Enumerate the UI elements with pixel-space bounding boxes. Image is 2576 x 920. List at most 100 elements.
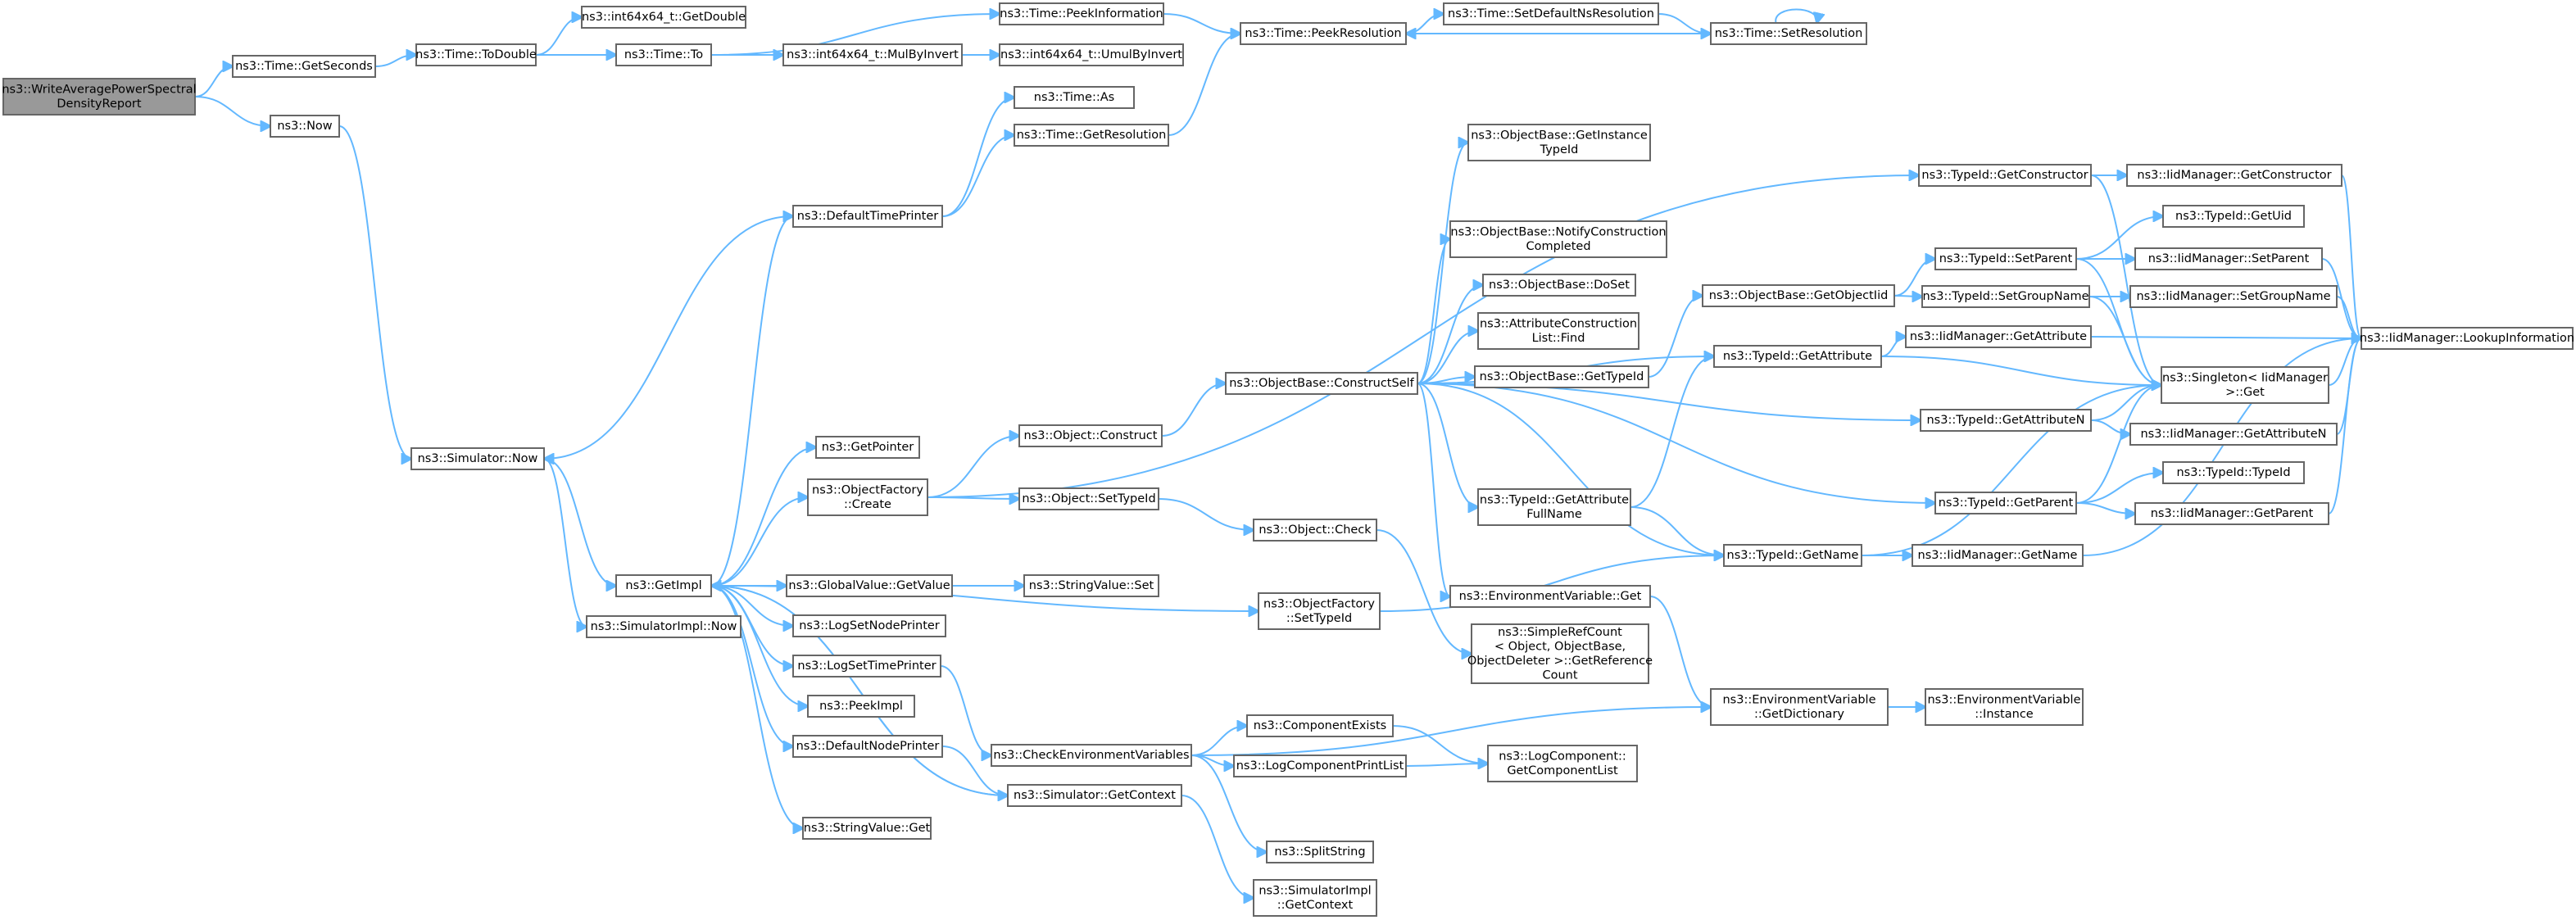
node-getSeconds[interactable]: ns3::Time::GetSeconds	[232, 55, 376, 78]
node-iidGetName-box	[1912, 544, 2084, 567]
node-simulatorGetContext-box	[1007, 784, 1182, 807]
node-logComponentPrintList[interactable]: ns3::LogComponentPrintList	[1233, 755, 1407, 777]
edge-objectBaseGetObjectIid-to-typeIdSetParent	[1893, 259, 1935, 297]
node-peekResolution[interactable]: ns3::Time::PeekResolution	[1240, 22, 1407, 45]
node-simulatorNow[interactable]: ns3::Simulator::Now	[410, 447, 545, 470]
node-typeIdGetName[interactable]: ns3::TypeId::GetName	[1723, 544, 1862, 567]
node-envVarGet[interactable]: ns3::EnvironmentVariable::Get	[1449, 585, 1651, 608]
node-peekImpl-label: ns3::PeekImpl	[819, 700, 903, 713]
node-checkEnvVars[interactable]: ns3::CheckEnvironmentVariables	[991, 744, 1192, 767]
node-simulatorNow-box	[410, 447, 545, 470]
node-typeIdTypeId[interactable]: ns3::TypeId::TypeId	[2162, 461, 2305, 484]
node-simulatorImplNow[interactable]: ns3::SimulatorImpl::Now	[586, 615, 742, 638]
node-now-label: ns3::Now	[277, 120, 332, 133]
node-objectFactorySetTypeId[interactable]: ns3::ObjectFactory::SetTypeId	[1258, 592, 1381, 630]
node-typeIdGetAttribute[interactable]: ns3::TypeId::GetAttribute	[1713, 345, 1882, 368]
node-simulatorGetContext[interactable]: ns3::Simulator::GetContext	[1007, 784, 1182, 807]
node-stringValueSet-label: ns3::StringValue::Set	[1029, 579, 1154, 592]
node-lookupInformation[interactable]: ns3::IidManager::LookupInformation	[2360, 327, 2574, 350]
node-objectBaseGetObjectIid-label: ns3::ObjectBase::GetObjectIid	[1709, 289, 1889, 302]
edge-timeTo-to-peekInformation	[710, 14, 1000, 56]
node-componentExists[interactable]: ns3::ComponentExists	[1246, 714, 1394, 737]
node-defaultTimePrinter[interactable]: ns3::DefaultTimePrinter	[792, 205, 943, 228]
node-objectFactoryCreate[interactable]: ns3::ObjectFactory::Create	[807, 478, 928, 516]
node-logSetTimePrinter[interactable]: ns3::LogSetTimePrinter	[792, 655, 941, 678]
node-iidGetParent[interactable]: ns3::IidManager::GetParent	[2134, 502, 2329, 525]
node-globalValueGetValue[interactable]: ns3::GlobalValue::GetValue	[786, 574, 953, 597]
node-objectFactorySetTypeId-box	[1258, 592, 1381, 630]
node-root[interactable]: ns3::WriteAveragePowerSpectralDensityRep…	[2, 78, 197, 116]
node-typeIdGetParent[interactable]: ns3::TypeId::GetParent	[1934, 492, 2077, 514]
node-iidGetAttributeN-label: ns3::IidManager::GetAttributeN	[2140, 428, 2326, 441]
node-timeAs[interactable]: ns3::Time::As	[1014, 86, 1135, 109]
node-stringValueGet[interactable]: ns3::StringValue::Get	[802, 817, 932, 840]
node-singletonGet[interactable]: ns3::Singleton< IidManager>::Get	[2161, 366, 2329, 404]
node-peekInformation-label: ns3::Time::PeekInformation	[1000, 7, 1163, 20]
node-typeIdGetParent-box	[1934, 492, 2077, 514]
node-toDouble[interactable]: ns3::Time::ToDouble	[415, 43, 537, 66]
node-typeIdGetConstructor[interactable]: ns3::TypeId::GetConstructor	[1918, 164, 2092, 187]
node-stringValueSet[interactable]: ns3::StringValue::Set	[1023, 574, 1159, 597]
node-setResolution-box	[1710, 22, 1867, 45]
node-getPointer[interactable]: ns3::GetPointer	[815, 436, 920, 459]
node-umulByInvert[interactable]: ns3::int64x64_t::UmulByInvert	[999, 43, 1184, 66]
edge-getImpl-to-stringValueGet	[710, 585, 803, 828]
node-getResolution-box	[1014, 124, 1169, 147]
node-typeIdSetGroupName[interactable]: ns3::TypeId::SetGroupName	[1921, 285, 2090, 308]
node-getImpl[interactable]: ns3::GetImpl	[615, 574, 712, 597]
node-logComponentGetList[interactable]: ns3::LogComponent::GetComponentList	[1487, 745, 1638, 782]
node-int64GetDouble[interactable]: ns3::int64x64_t::GetDouble	[581, 6, 746, 29]
node-doSet[interactable]: ns3::ObjectBase::DoSet	[1482, 274, 1636, 297]
node-iidSetParent[interactable]: ns3::IidManager::SetParent	[2134, 247, 2323, 270]
node-timeTo[interactable]: ns3::Time::To	[615, 43, 712, 66]
node-typeIdGetAttributeFullName-box	[1477, 488, 1631, 526]
node-iidSetGroupName[interactable]: ns3::IidManager::SetGroupName	[2129, 285, 2338, 308]
node-peekInformation[interactable]: ns3::Time::PeekInformation	[999, 2, 1164, 25]
edge-defaultTimePrinter-to-timeAs	[941, 97, 1014, 217]
node-setDefaultNsResolution[interactable]: ns3::Time::SetDefaultNsResolution	[1443, 2, 1659, 25]
node-typeIdGetAttributeN[interactable]: ns3::TypeId::GetAttributeN	[1920, 409, 2092, 432]
edge-getImpl-to-logSetNodePrinter	[710, 585, 793, 626]
node-simulatorImplGetContext[interactable]: ns3::SimulatorImpl::GetContext	[1253, 879, 1377, 917]
node-now[interactable]: ns3::Now	[270, 115, 340, 138]
node-envVarInstance[interactable]: ns3::EnvironmentVariable::Instance	[1925, 688, 2084, 726]
node-iidGetName[interactable]: ns3::IidManager::GetName	[1912, 544, 2084, 567]
node-objectBaseGetTypeId[interactable]: ns3::ObjectBase::GetTypeId	[1474, 365, 1649, 388]
node-logSetNodePrinter[interactable]: ns3::LogSetNodePrinter	[792, 614, 946, 637]
node-typeIdGetUid[interactable]: ns3::TypeId::GetUid	[2162, 205, 2305, 228]
edge-root-to-getSeconds	[194, 66, 233, 97]
node-iidSetGroupName-label: ns3::IidManager::SetGroupName	[2136, 290, 2330, 303]
node-constructSelf[interactable]: ns3::ObjectBase::ConstructSelf	[1225, 372, 1418, 395]
node-logComponentGetList-box	[1487, 745, 1638, 782]
node-iidGetAttribute[interactable]: ns3::IidManager::GetAttribute	[1905, 325, 2092, 348]
node-simpleRefCount[interactable]: ns3::SimpleRefCount< Object, ObjectBase,…	[1467, 623, 1653, 684]
node-mulByInvert[interactable]: ns3::int64x64_t::MulByInvert	[782, 43, 963, 66]
node-peekImpl[interactable]: ns3::PeekImpl	[807, 695, 915, 718]
node-notifyConstruction[interactable]: ns3::ObjectBase::NotifyConstructionCompl…	[1449, 220, 1667, 258]
node-simpleRefCount-box	[1471, 623, 1649, 684]
node-lookupInformation-label: ns3::IidManager::LookupInformation	[2360, 332, 2574, 345]
node-constructSelf-box	[1225, 372, 1418, 395]
node-splitString[interactable]: ns3::SplitString	[1266, 841, 1374, 863]
node-envVarInstance-label: ::Instance	[1975, 708, 2034, 721]
node-typeIdSetParent[interactable]: ns3::TypeId::SetParent	[1934, 247, 2077, 270]
node-iidGetAttributeN[interactable]: ns3::IidManager::GetAttributeN	[2129, 423, 2338, 446]
node-simulatorNow-label: ns3::Simulator::Now	[418, 452, 538, 465]
node-timeAs-label: ns3::Time::As	[1034, 91, 1114, 104]
node-getResolution[interactable]: ns3::Time::GetResolution	[1014, 124, 1169, 147]
node-objectSetTypeId[interactable]: ns3::Object::SetTypeId	[1018, 487, 1159, 510]
node-objectCheck[interactable]: ns3::Object::Check	[1253, 519, 1377, 542]
node-objectBaseGetObjectIid[interactable]: ns3::ObjectBase::GetObjectIid	[1702, 284, 1895, 307]
node-objectConstruct[interactable]: ns3::Object::Construct	[1018, 424, 1163, 447]
node-defaultNodePrinter[interactable]: ns3::DefaultNodePrinter	[792, 735, 943, 758]
node-setResolution[interactable]: ns3::Time::SetResolution	[1710, 22, 1867, 45]
node-iidGetConstructor-box	[2126, 164, 2342, 187]
node-iidGetConstructor[interactable]: ns3::IidManager::GetConstructor	[2126, 164, 2342, 187]
node-envVarGetDictionary[interactable]: ns3::EnvironmentVariable::GetDictionary	[1710, 688, 1889, 726]
node-getInstanceTypeId-box	[1467, 124, 1651, 161]
edge-constructSelf-to-notifyConstruction	[1417, 239, 1450, 384]
